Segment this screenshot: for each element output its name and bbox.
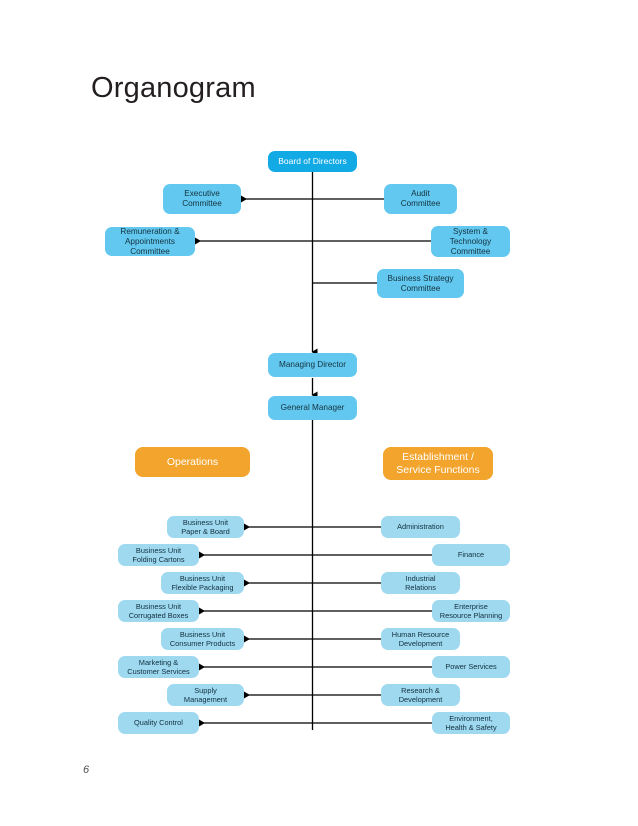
- node-supply-management[interactable]: Supply Management: [167, 684, 244, 706]
- node-business-unit-folding-cartons[interactable]: Business Unit Folding Cartons: [118, 544, 199, 566]
- node-business-unit-paper-board[interactable]: Business Unit Paper & Board: [167, 516, 244, 538]
- page-title: Organogram: [91, 72, 256, 104]
- node-industrial-relations[interactable]: Industrial Relations: [381, 572, 460, 594]
- node-system-technology-committee[interactable]: System & Technology Committee: [431, 226, 510, 257]
- node-power-services[interactable]: Power Services: [432, 656, 510, 678]
- node-research-development[interactable]: Research & Development: [381, 684, 460, 706]
- node-audit-committee[interactable]: Audit Committee: [384, 184, 457, 214]
- node-remuneration-appointments-committee[interactable]: Remuneration & Appointments Committee: [105, 227, 195, 256]
- node-finance[interactable]: Finance: [432, 544, 510, 566]
- node-environment-health-safety[interactable]: Environment, Health & Safety: [432, 712, 510, 734]
- section-header-establishment-service-functions[interactable]: Establishment / Service Functions: [383, 447, 493, 480]
- node-marketing-customer-services[interactable]: Marketing & Customer Services: [118, 656, 199, 678]
- node-business-unit-corrugated-boxes[interactable]: Business Unit Corrugated Boxes: [118, 600, 199, 622]
- node-general-manager[interactable]: General Manager: [268, 396, 357, 420]
- node-administration[interactable]: Administration: [381, 516, 460, 538]
- node-human-resource-development[interactable]: Human Resource Development: [381, 628, 460, 650]
- node-board-of-directors[interactable]: Board of Directors: [268, 151, 357, 172]
- node-business-strategy-committee[interactable]: Business Strategy Committee: [377, 269, 464, 298]
- node-business-unit-flexible-packaging[interactable]: Business Unit Flexible Packaging: [161, 572, 244, 594]
- section-header-operations[interactable]: Operations: [135, 447, 250, 477]
- page-number: 6: [83, 764, 90, 776]
- node-executive-committee[interactable]: Executive Committee: [163, 184, 241, 214]
- node-business-unit-consumer-products[interactable]: Business Unit Consumer Products: [161, 628, 244, 650]
- node-managing-director[interactable]: Managing Director: [268, 353, 357, 377]
- node-quality-control[interactable]: Quality Control: [118, 712, 199, 734]
- node-enterprise-resource-planning[interactable]: Enterprise Resource Planning: [432, 600, 510, 622]
